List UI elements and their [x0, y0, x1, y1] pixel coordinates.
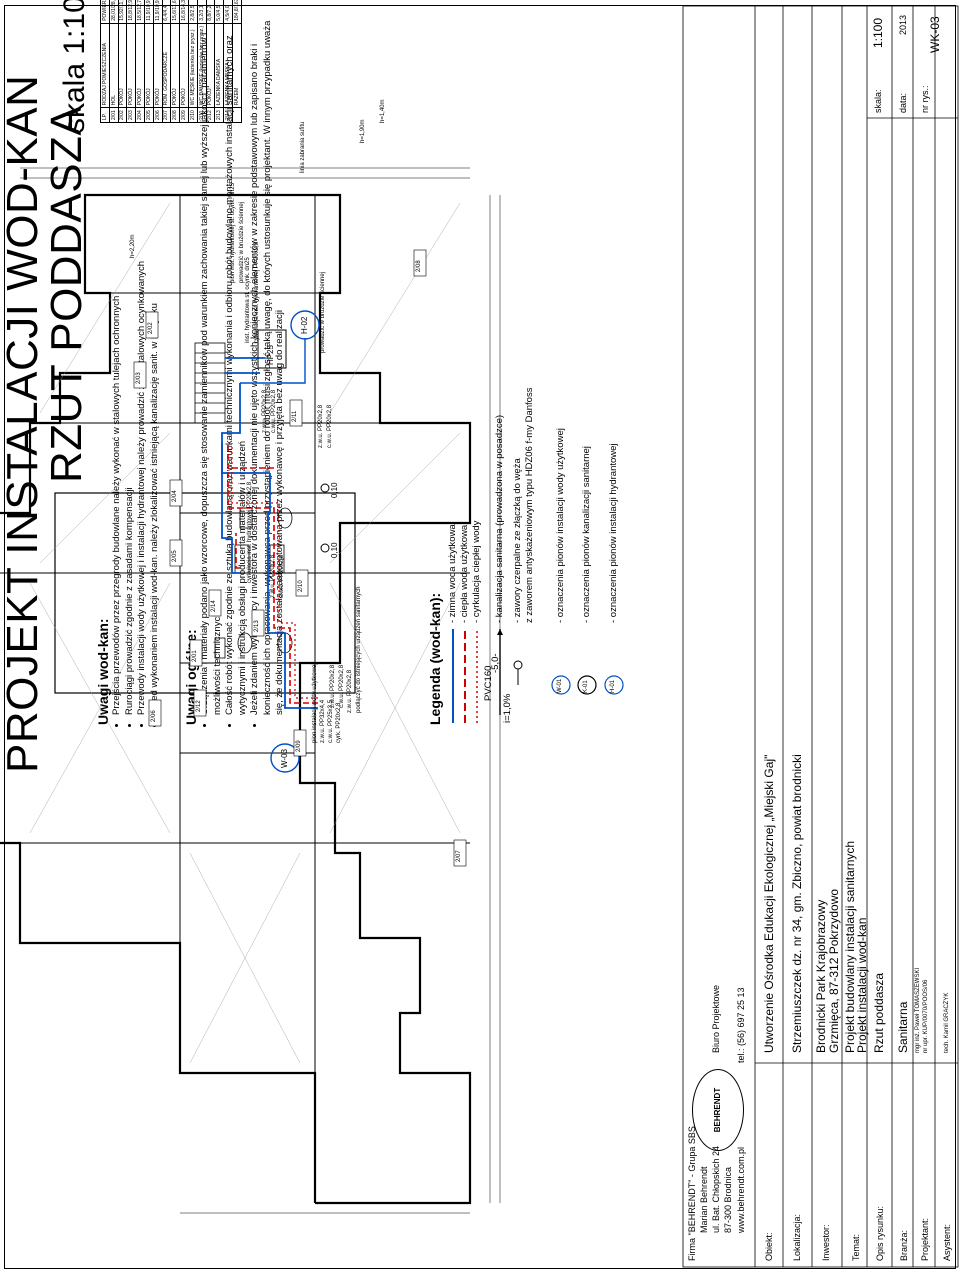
room-tag: 2/10 [298, 580, 304, 592]
annot-2b: cyrkulacja inst. hydrantowej PP20x2,8 [254, 241, 260, 343]
legend-h01-circle [604, 675, 624, 695]
dimension-lines [20, 167, 501, 1214]
room-tag-box [453, 839, 467, 867]
slope-2: 0,10 [330, 542, 339, 558]
riser-w03 [270, 743, 300, 773]
room-tag-box [148, 699, 162, 727]
annot-10c: c.w.u. PP25x3,5 [328, 699, 334, 743]
room-tag-box [295, 569, 309, 597]
riser-h02-label: H-02 [300, 316, 309, 334]
room-tag-box [145, 311, 159, 339]
roof-slope-lines [29, 202, 461, 1064]
room-tag-box [289, 399, 303, 427]
room-tag: 2/05 [172, 550, 178, 562]
annot-6: cyrkulacja inst. hydrantowej PP20x2,8 [247, 481, 253, 583]
room-tag-box [208, 589, 222, 617]
room-tag: 2/04 [172, 490, 178, 502]
annot-7a: z.w.u. PP20x2,8 [270, 554, 276, 598]
room-tag: 2/07 [456, 850, 462, 862]
annot-10b: z.w.u. PP32x4,4 [320, 699, 326, 743]
legend-w01-circle [551, 675, 571, 695]
room-tag-box [413, 249, 427, 277]
annot-8b: podłączyć do istniejących urządzeń sanit… [356, 586, 362, 713]
room-tag: 2/02 [148, 322, 154, 334]
annot-8a: z.w.u. PP20x2,8 [347, 669, 353, 713]
annot-5b: c.w.u. PP20x2,8 [271, 389, 277, 433]
room-tag: 2/03 [136, 372, 142, 384]
heater-box [257, 329, 287, 369]
height-2: h=1,40m [380, 99, 386, 123]
room-tag: 2/09 [296, 740, 302, 752]
room-tag: 2/01 [192, 650, 198, 662]
annot-5a: z.w.u. PP20x2,8 [262, 389, 268, 433]
room-tag-box [169, 479, 183, 507]
sufit-line-label: linia zabrania sufitu [300, 121, 306, 173]
room-tag: 2/11 [292, 410, 298, 422]
room-tag-box [189, 639, 203, 667]
hydrant-pipes [240, 338, 306, 384]
cold-water-pipes [221, 357, 318, 709]
staircase [194, 342, 226, 424]
annot-7b: c.w.u. PP20x2,8 [279, 554, 285, 598]
riser-w03-label: W-03 [280, 749, 289, 768]
room-tag: 2/12 [196, 700, 202, 712]
annot-10d: cyrk. PP20x2,8 [336, 702, 342, 743]
annot-4b: c.w.u. PP20x2,8 [327, 404, 333, 448]
hot-water-pipes [227, 443, 318, 704]
slope-1: 0,10 [330, 482, 339, 498]
annot-4a: z.w.u. PP20x2,8 [318, 404, 324, 448]
height-1: h=2,20m [130, 234, 136, 258]
room-tag: 2/14 [211, 600, 217, 612]
annot-1a: pion inst. hydrantowej st. ocynk. dn25 [230, 182, 236, 283]
annot-9b: c.w.u. PP20x2,8 [339, 664, 345, 708]
circulation-pipes [231, 443, 318, 699]
room-tag-box [133, 361, 147, 389]
height-3: h=1,90m [360, 119, 366, 143]
annot-2a: inst. hydrantowa st. ocynk. dn25 [245, 257, 251, 343]
legend-k01-circle [577, 675, 597, 695]
room-tag-box [169, 539, 183, 567]
annot-10a: pion instalacji wody użytkowej [312, 663, 318, 743]
heater-label: HP25 [266, 344, 275, 365]
room-tag-box [193, 689, 207, 717]
annot-3: prowadzić w bruździe ściennej [320, 271, 326, 353]
riser-h02 [290, 310, 320, 340]
room-tag: 2/06 [151, 710, 157, 722]
room-tag-box [251, 609, 265, 637]
room-tag: 2/08 [416, 260, 422, 272]
tap-markers [320, 483, 330, 553]
room-tag: 2/13 [254, 620, 260, 632]
room-tag-box [293, 729, 307, 757]
partitions [0, 195, 470, 1073]
room-tag-boxes [133, 249, 467, 867]
